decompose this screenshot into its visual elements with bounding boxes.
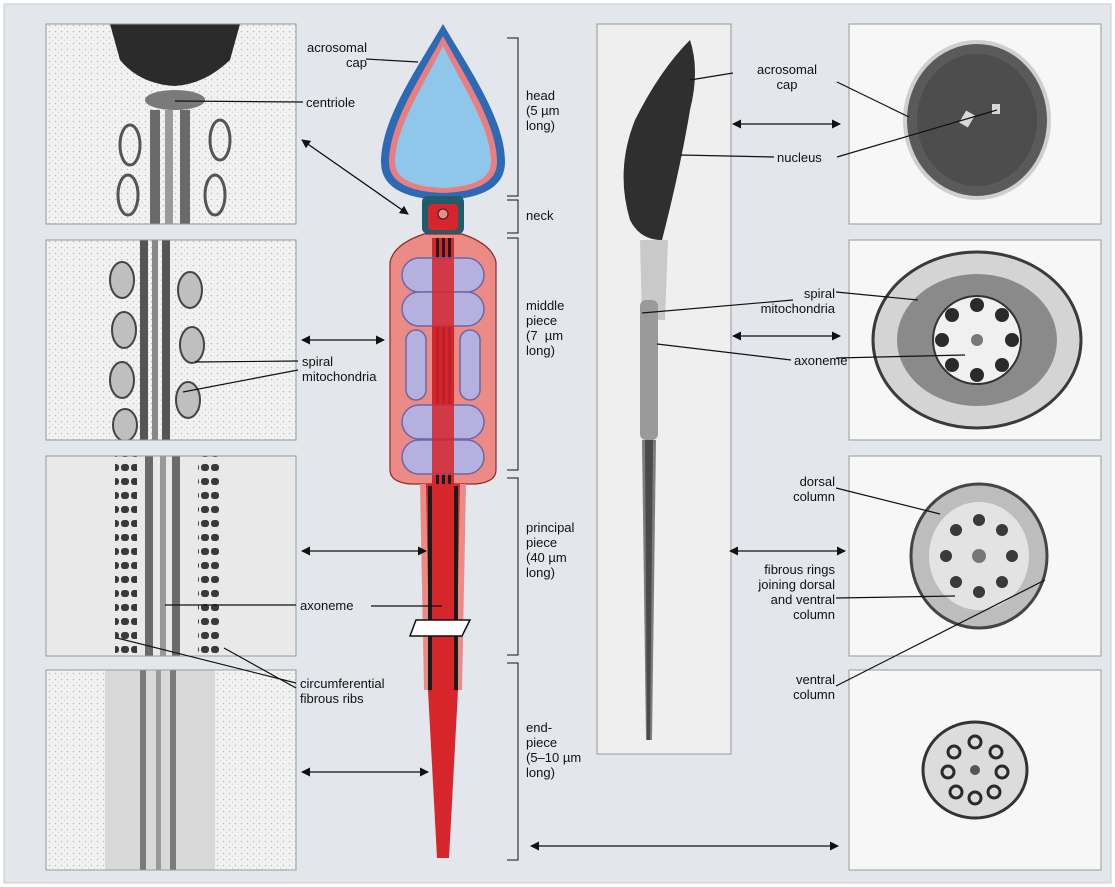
em-longitudinal [597, 24, 731, 754]
em-panel-middle-piece [46, 240, 296, 441]
label-spiral-mitochondria-right: spiral mitochondria [735, 286, 835, 316]
em-panel-neck [46, 24, 296, 224]
label-segment-middle-piece: middle piece (7 µm long) [526, 298, 564, 358]
em-panel-principal-piece [46, 456, 296, 656]
label-axoneme-right: axoneme [794, 353, 847, 368]
label-acrosomal-cap-left: acrosomal cap [285, 40, 367, 70]
label-centriole: centriole [306, 95, 355, 110]
cross-section-end-piece [849, 670, 1101, 870]
label-ventral-column: ventral column [735, 672, 835, 702]
label-acrosomal-cap-right: acrosomal cap [735, 62, 839, 92]
label-spiral-mitochondria-left: spiral mitochondria [302, 354, 376, 384]
label-axoneme-left: axoneme [300, 598, 353, 613]
cross-section-principal-piece [849, 456, 1101, 656]
em-panel-end-piece [46, 670, 296, 870]
label-segment-head: head (5 µm long) [526, 88, 560, 133]
label-fibrous-rings: fibrous rings joining dorsal and ventral… [735, 562, 835, 622]
label-segment-principal-piece: principal piece (40 µm long) [526, 520, 574, 580]
cross-section-middle-piece [849, 240, 1101, 440]
label-segment-neck: neck [526, 208, 553, 223]
label-circumferential-fibrous-ribs: circumferential fibrous ribs [300, 676, 385, 706]
label-segment-end-piece: end- piece (5–10 µm long) [526, 720, 581, 780]
label-dorsal-column: dorsal column [735, 474, 835, 504]
cross-section-head [849, 24, 1101, 224]
label-nucleus: nucleus [777, 150, 822, 165]
